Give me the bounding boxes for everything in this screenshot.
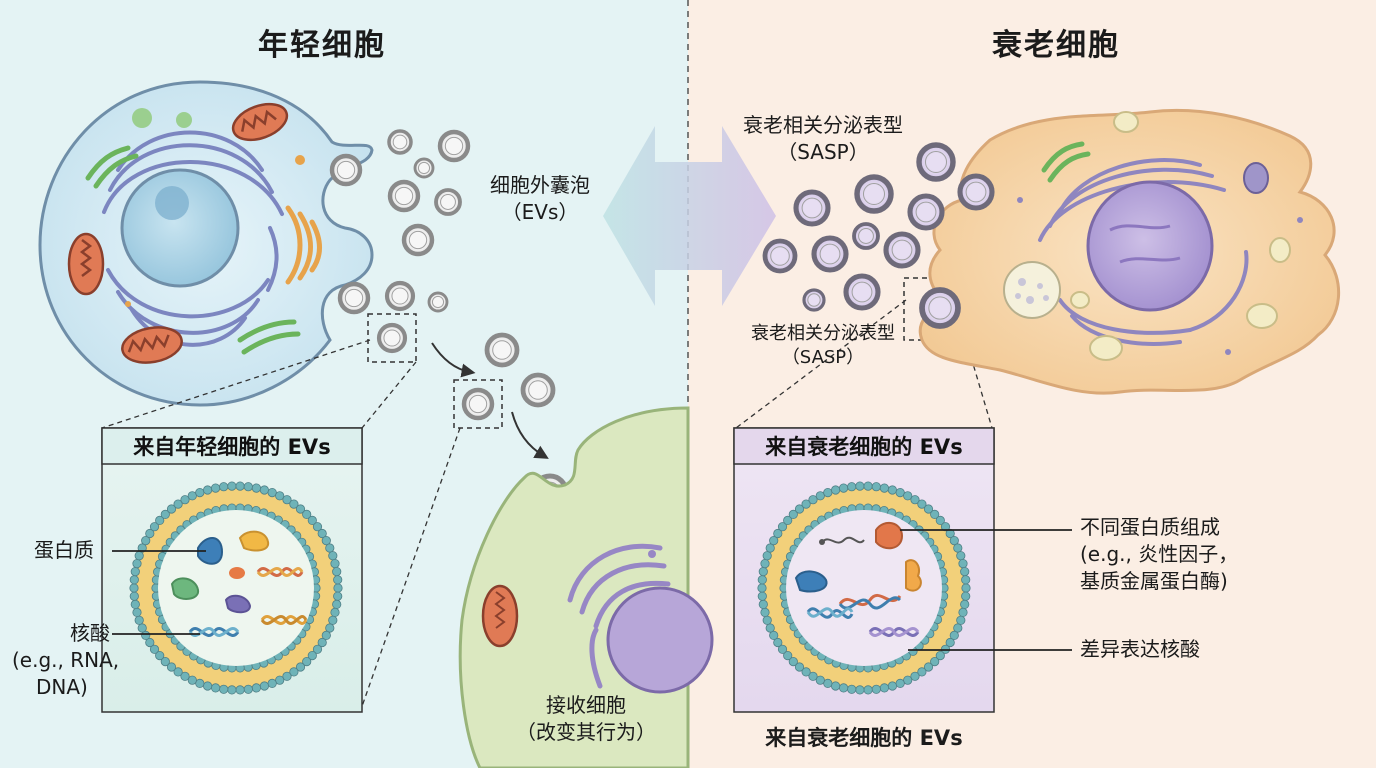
protein-blob-blue: [197, 537, 224, 565]
vesicle: [387, 179, 421, 213]
right-inset: [733, 427, 1072, 713]
young-cell-title: 年轻细胞: [258, 28, 386, 63]
nucleic-line2: (e.g., RNA,: [12, 648, 120, 672]
senescent-cell-title: 衰老细胞: [992, 28, 1120, 63]
right-inset-title: 来自衰老细胞的 EVs: [765, 435, 963, 459]
mitochondria: [67, 102, 289, 364]
vesicle: [811, 235, 849, 273]
vesicle: [329, 153, 363, 187]
differential-nucleic-label: 差异表达核酸: [1080, 637, 1200, 661]
vesicle: [843, 273, 881, 311]
vesicle: [802, 288, 826, 312]
sasp-top-line2: （SASP）: [777, 140, 869, 164]
sasp-label-mid: 衰老相关分泌表型 （SASP）: [718, 322, 928, 370]
protein-blob-orange: [875, 521, 904, 550]
recipient-line1: 接收细胞: [546, 693, 626, 717]
zoom-lines: [101, 299, 993, 713]
selection-box-young: [367, 313, 417, 363]
sasp-top-line1: 衰老相关分泌表型: [743, 113, 903, 137]
vesicle: [437, 129, 471, 163]
golgi: [285, 205, 322, 285]
protein-composition-label: 不同蛋白质组成 (e.g., 炎性因子， 基质金属蛋白酶): [1080, 514, 1238, 595]
senescent-vesicles: [762, 142, 995, 329]
senescent-nucleus: [1086, 180, 1214, 312]
left-inset-title: 来自年轻细胞的 EVs: [133, 435, 331, 459]
vesicle: [427, 291, 449, 313]
vesicle: [461, 387, 495, 421]
ev-label-line2: （EVs）: [501, 200, 579, 224]
ev-label: 细胞外囊泡 （EVs）: [470, 172, 610, 226]
vesicle: [854, 174, 894, 214]
left-inset: [101, 427, 363, 713]
transfer-arrow-1: [431, 342, 476, 378]
sasp-mid-line1: 衰老相关分泌表型: [751, 323, 895, 344]
nucleic-acid-label: 核酸 (e.g., RNA, DNA): [4, 620, 128, 701]
vesicle: [907, 193, 945, 231]
vesicle: [434, 188, 462, 216]
protein-comp-line2: (e.g., 炎性因子，: [1080, 542, 1239, 566]
protein-label: 蛋白质: [34, 538, 94, 562]
bottom-caption: 来自衰老细胞的 EVs: [765, 726, 963, 750]
vesicle: [916, 142, 956, 182]
vesicle: [384, 280, 416, 312]
vesicle: [387, 129, 413, 155]
protein-blob-yellow: [238, 530, 270, 552]
vesicle: [401, 223, 435, 257]
nucleic-line1: 核酸: [70, 621, 110, 645]
protein-comp-line3: 基质金属蛋白酶): [1080, 569, 1228, 593]
senescent-cell: [918, 108, 1341, 395]
recipient-cell: [458, 406, 714, 768]
vesicle: [520, 372, 556, 408]
vesicle: [883, 231, 921, 269]
vesicle: [484, 332, 520, 368]
vesicle: [957, 173, 995, 211]
sasp-mid-line2: （SASP）: [781, 347, 865, 368]
nucleic-line3: DNA): [36, 675, 88, 699]
young-cell: [38, 80, 374, 407]
young-nucleus: [120, 168, 240, 288]
vesicle: [793, 189, 831, 227]
recipient-line2: （改变其行为）: [516, 720, 656, 744]
vesicle: [413, 157, 435, 179]
vesicle: [852, 222, 880, 250]
transfer-arrow-2: [511, 411, 549, 459]
sasp-label-top: 衰老相关分泌表型 （SASP）: [718, 112, 928, 166]
young-vesicles: [329, 129, 569, 511]
selection-box-travel: [453, 379, 503, 429]
protein-comp-line1: 不同蛋白质组成: [1080, 515, 1220, 539]
vesicle: [337, 281, 371, 315]
ev-label-line1: 细胞外囊泡: [490, 173, 590, 197]
double-arrow-icon: [603, 126, 776, 306]
vesicle: [376, 322, 408, 354]
vesicle: [762, 238, 798, 274]
recipient-cell-label: 接收细胞 （改变其行为）: [500, 692, 672, 746]
vesicle: [919, 287, 961, 329]
